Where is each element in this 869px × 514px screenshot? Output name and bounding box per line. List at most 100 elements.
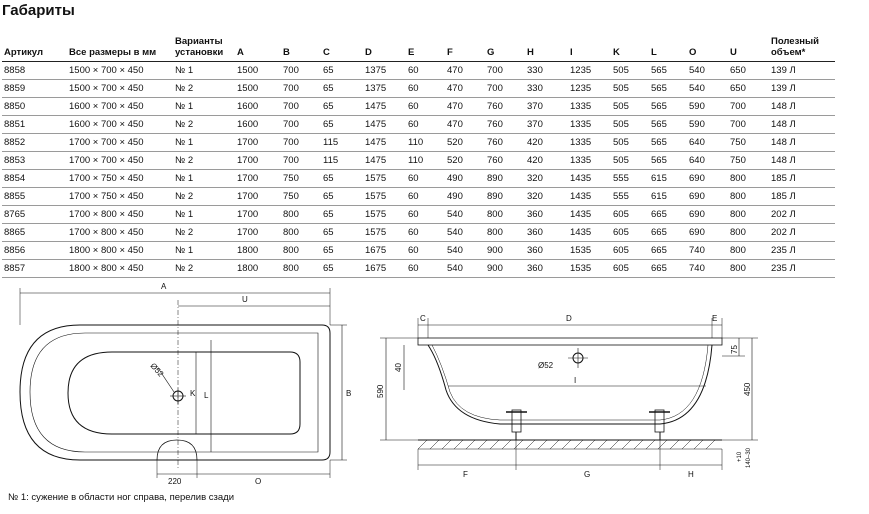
table-cell: 665 (649, 205, 687, 224)
table-cell: 1700 (235, 151, 281, 170)
table-cell: 605 (611, 205, 649, 224)
table-cell: № 2 (173, 79, 235, 98)
table-cell: 640 (687, 151, 728, 170)
table-cell: 1700 × 800 × 450 (67, 205, 173, 224)
table-cell: 1600 (235, 115, 281, 134)
table-cell: 1700 (235, 187, 281, 206)
table-cell: 65 (321, 187, 363, 206)
table-cell: 470 (445, 61, 485, 80)
table-cell: 1575 (363, 205, 406, 224)
table-cell: 800 (728, 223, 769, 242)
col-f: F (445, 36, 485, 62)
table-cell: 8854 (2, 169, 67, 188)
table-cell: 1800 × 800 × 450 (67, 241, 173, 260)
col-e: E (406, 36, 445, 62)
plan-dim-o: O (255, 477, 261, 486)
table-cell: 760 (485, 151, 525, 170)
col-all-sizes: Все размеры в мм (67, 36, 173, 62)
table-cell: 605 (611, 259, 649, 278)
table-cell: 470 (445, 79, 485, 98)
table-cell: 185 Л (769, 169, 835, 188)
table-cell: 760 (485, 133, 525, 152)
table-cell: 700 (281, 133, 321, 152)
side-dim-590: 590 (376, 384, 385, 398)
table-cell: 665 (649, 223, 687, 242)
table-cell: 750 (281, 187, 321, 206)
table-cell: 490 (445, 169, 485, 188)
table-cell: 800 (485, 223, 525, 242)
side-rim (417, 337, 723, 346)
col-o: O (687, 36, 728, 62)
table-cell: № 1 (173, 97, 235, 116)
table-cell: 520 (445, 151, 485, 170)
table-cell: 8851 (2, 115, 67, 134)
table-cell: 320 (525, 187, 568, 206)
table-cell: 360 (525, 259, 568, 278)
table-cell: 615 (649, 187, 687, 206)
table-cell: 505 (611, 133, 649, 152)
table-cell: 505 (611, 61, 649, 80)
table-cell: 65 (321, 259, 363, 278)
table-cell: 565 (649, 79, 687, 98)
table-cell: 700 (281, 97, 321, 116)
table-cell: 148 Л (769, 151, 835, 170)
table-cell: 235 Л (769, 259, 835, 278)
table-cell: 1475 (363, 151, 406, 170)
table-cell: 750 (728, 133, 769, 152)
table-cell: 700 (485, 61, 525, 80)
table-cell: 890 (485, 187, 525, 206)
table-cell: 690 (687, 169, 728, 188)
table-cell: 60 (406, 205, 445, 224)
table-cell: № 1 (173, 61, 235, 80)
table-cell: 110 (406, 133, 445, 152)
side-dim-h: H (688, 470, 694, 479)
side-dim-g: G (584, 470, 590, 479)
table-cell: 1600 × 700 × 450 (67, 115, 173, 134)
table-cell: 1435 (568, 205, 611, 224)
table-cell: 8859 (2, 79, 67, 98)
table-cell: 1700 (235, 169, 281, 188)
table-cell: 60 (406, 79, 445, 98)
side-dim-f: F (463, 470, 468, 479)
table-cell: 360 (525, 223, 568, 242)
table-cell: 800 (281, 223, 321, 242)
table-cell: 490 (445, 187, 485, 206)
table-cell: 565 (649, 115, 687, 134)
table-cell: 555 (611, 187, 649, 206)
side-dim-e: E (712, 314, 717, 323)
table-cell: 1475 (363, 133, 406, 152)
table-cell: 65 (321, 115, 363, 134)
table-cell: 360 (525, 205, 568, 224)
table-cell: № 1 (173, 133, 235, 152)
table-cell: 8856 (2, 241, 67, 260)
table-cell: 1700 × 700 × 450 (67, 133, 173, 152)
table-cell: 665 (649, 241, 687, 260)
table-cell: 1335 (568, 133, 611, 152)
side-tub-body (427, 344, 713, 425)
table-cell: 800 (728, 187, 769, 206)
table-cell: 139 Л (769, 79, 835, 98)
col-i: I (568, 36, 611, 62)
table-cell: 700 (281, 61, 321, 80)
table-cell: 1500 × 700 × 450 (67, 79, 173, 98)
plan-view (19, 288, 347, 478)
table-cell: 750 (281, 169, 321, 188)
table-cell: 1575 (363, 223, 406, 242)
table-cell: 65 (321, 205, 363, 224)
table-cell: 1575 (363, 169, 406, 188)
table-cell: 1500 (235, 61, 281, 80)
table-cell: 590 (687, 115, 728, 134)
table-cell: 555 (611, 169, 649, 188)
table-cell: 800 (728, 259, 769, 278)
table-cell: 1700 × 700 × 450 (67, 151, 173, 170)
plan-dim-k: K (190, 389, 196, 398)
table-cell: 700 (281, 79, 321, 98)
table-cell: 540 (687, 79, 728, 98)
side-dim-plus10: +10 (737, 451, 743, 462)
table-cell: 420 (525, 133, 568, 152)
table-cell: 605 (611, 241, 649, 260)
col-g: G (485, 36, 525, 62)
